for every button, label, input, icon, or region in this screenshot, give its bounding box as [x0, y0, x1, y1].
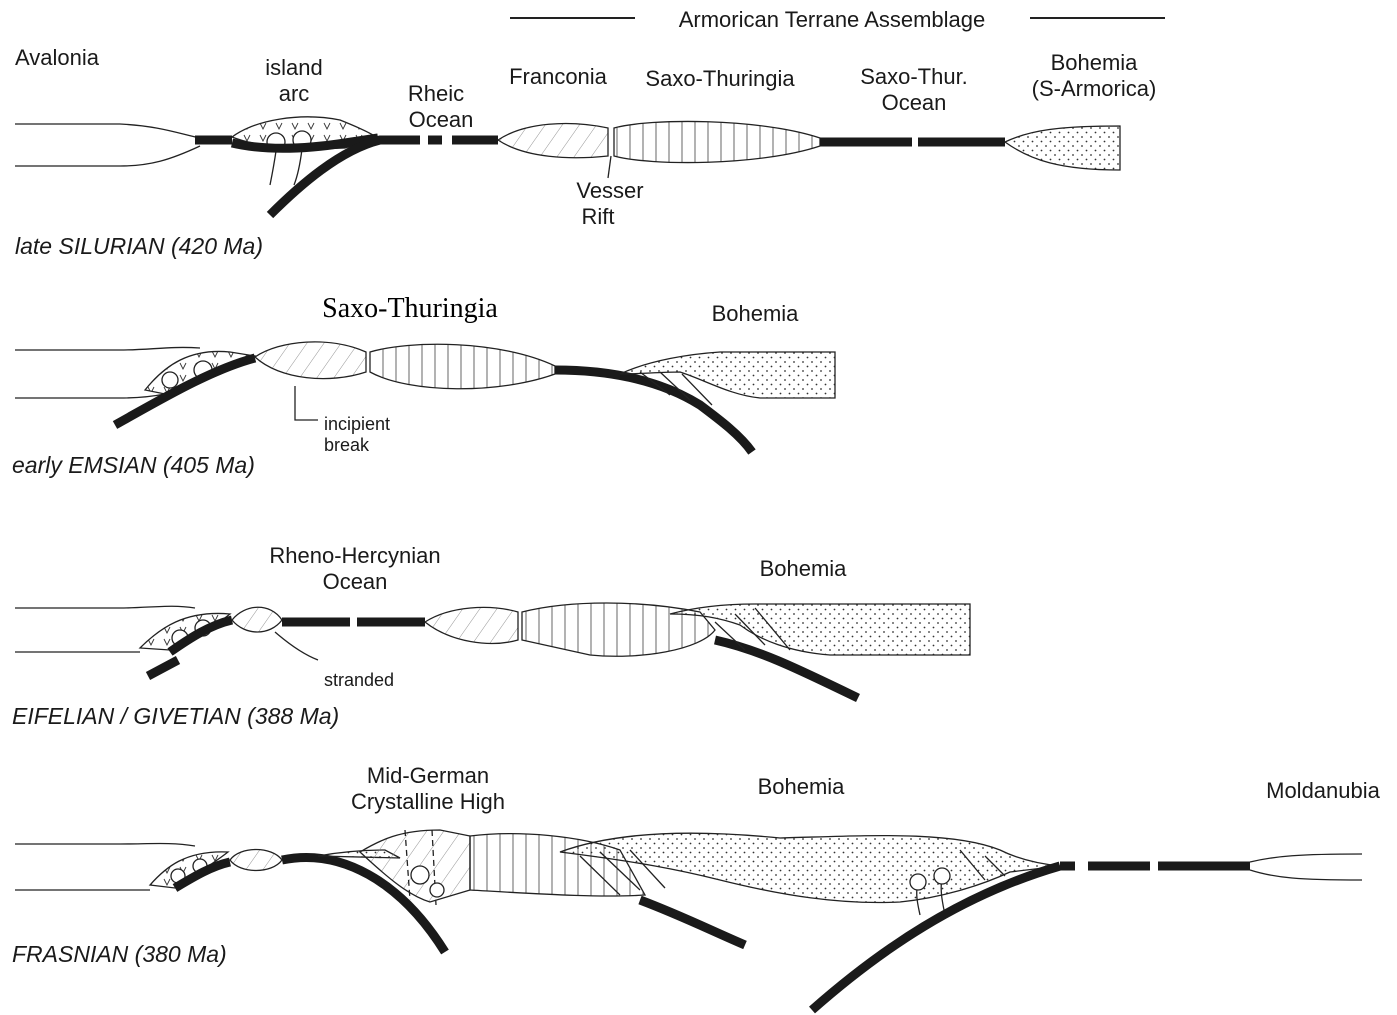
- bohemia-label: Bohemia: [712, 301, 800, 326]
- subducting-slab: [172, 857, 232, 892]
- panel-early-emsian: Saxo-Thuringia Bohemia incipient break e…: [12, 293, 836, 478]
- age-label: EIFELIAN / GIVETIAN (388 Ma): [12, 703, 339, 729]
- bohemia-block: [559, 832, 1061, 904]
- subducting-slab: [809, 861, 1062, 1014]
- terrane-assemblage-label: Armorican Terrane Assemblage: [679, 7, 986, 32]
- bohemia-block: [669, 603, 971, 656]
- bohemia-label: Bohemia: [758, 774, 846, 799]
- mid-german-crystalline-high-label: Crystalline High: [351, 789, 505, 814]
- bohemia-label: (S-Armorica): [1032, 76, 1157, 101]
- franconia-label: Franconia: [509, 64, 608, 89]
- pluton-icon: [909, 873, 927, 891]
- vesser-rift-pointer: [607, 155, 612, 179]
- subducting-slab: [167, 615, 234, 656]
- avalonia-label: Avalonia: [15, 45, 100, 70]
- age-label: FRASNIAN (380 Ma): [12, 941, 227, 967]
- incipient-break-pointer: [294, 386, 318, 421]
- rheic-ocean-label: Rheic: [408, 81, 464, 106]
- saxo-thuringia-label: Saxo-Thuringia: [645, 66, 795, 91]
- saxo-thur-ocean-label: Ocean: [882, 90, 947, 115]
- franconia-block: [253, 341, 367, 380]
- age-label: late SILURIAN (420 Ma): [15, 233, 263, 259]
- saxo-thuringia-block: [369, 343, 556, 390]
- stranded-block: [229, 848, 283, 872]
- mid-german-crystalline-high: [358, 829, 471, 903]
- accretion-lines: [579, 849, 1006, 896]
- pluton-icon: [429, 882, 445, 898]
- subducting-slab: [112, 353, 257, 429]
- franconia-block: [496, 122, 609, 159]
- subducting-slab: [638, 895, 747, 950]
- bohemia-block: [619, 351, 836, 399]
- detached-slab: [145, 656, 181, 680]
- incipient-break-label: incipient: [324, 414, 390, 434]
- age-label: early EMSIAN (405 Ma): [12, 452, 255, 478]
- mid-german-crystalline-high-label: Mid-German: [367, 763, 489, 788]
- pluton-icon: [933, 867, 951, 885]
- panel-late-silurian: Avalonia island arc Rheic Ocean Franconi…: [15, 45, 1156, 259]
- subducting-slab: [714, 635, 860, 703]
- avalonia-crust: [15, 842, 196, 891]
- panel-eifelian-givetian: Rheno-Hercynian Ocean Bohemia stranded E…: [12, 543, 971, 729]
- panel-frasnian: Mid-German Crystalline High Bohemia Mold…: [12, 763, 1381, 1014]
- franconia-block: [423, 606, 519, 645]
- island-arc-label: arc: [279, 81, 310, 106]
- saxo-thuringia-block: [613, 120, 821, 164]
- island-arc-label: island: [265, 55, 322, 80]
- saxo-thur-ocean-label: Saxo-Thur.: [860, 64, 968, 89]
- subducting-slab: [266, 135, 420, 219]
- incipient-break-label: break: [324, 435, 370, 455]
- bohemia-block: [1003, 125, 1121, 171]
- vesser-rift-label: Vesser: [576, 178, 643, 203]
- subducting-slab: [281, 853, 449, 955]
- oceanic-plate: [230, 133, 379, 153]
- moldanubia-label: Moldanubia: [1266, 778, 1381, 803]
- vesser-rift-label: Rift: [582, 204, 615, 229]
- rheic-ocean-label: Ocean: [409, 107, 474, 132]
- stranded-block: [231, 606, 283, 633]
- accretion-lines: [714, 607, 791, 651]
- subducting-slab: [554, 365, 756, 455]
- avalonia-crust: [15, 123, 201, 167]
- saxo-thuringia-block: [521, 602, 716, 657]
- pluton-icon: [410, 865, 430, 885]
- rheno-hercynian-ocean-label: Ocean: [323, 569, 388, 594]
- pluton-icon: [161, 371, 179, 389]
- terrane-header: Armorican Terrane Assemblage: [510, 7, 1165, 32]
- saxo-thuringia-label: Saxo-Thuringia: [322, 293, 498, 324]
- bohemia-label: Bohemia: [1051, 50, 1139, 75]
- accretion-lines: [639, 371, 713, 406]
- moldanubia-crust: [1249, 853, 1363, 881]
- stranded-pointer: [274, 631, 319, 661]
- rheno-hercynian-ocean-label: Rheno-Hercynian: [269, 543, 440, 568]
- magma-feeders: [269, 148, 303, 186]
- stranded-label: stranded: [324, 670, 394, 690]
- avalonia-crust: [15, 605, 196, 653]
- bohemia-label: Bohemia: [760, 556, 848, 581]
